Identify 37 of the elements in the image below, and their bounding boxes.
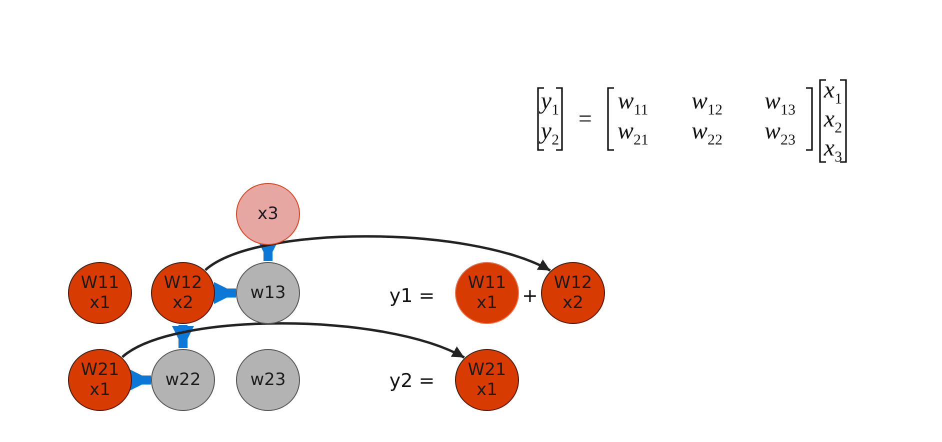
node-label: x1 xyxy=(90,380,110,400)
matrix-entry: w$_{23}$ xyxy=(764,118,796,150)
node-label: W12 xyxy=(554,273,592,293)
node-label: x1 xyxy=(476,380,498,400)
plus-sign: + xyxy=(522,285,538,307)
node-label: x2 xyxy=(562,293,584,313)
product-circle xyxy=(151,262,215,324)
curved-arrow xyxy=(122,322,465,359)
matrix-entry: w$_{22}$ xyxy=(692,118,722,150)
equals-sign: = xyxy=(576,106,594,134)
node-label: W21 xyxy=(468,360,506,380)
matrix-entry: w$_{13}$ xyxy=(764,88,796,120)
node-label: W11 xyxy=(80,273,120,293)
node-label: x3 xyxy=(258,204,278,224)
matrix-entry: w$_{11}$ xyxy=(618,88,648,120)
node-label: w13 xyxy=(250,283,286,303)
node-label: w22 xyxy=(165,370,201,390)
node-label: W11 xyxy=(468,273,506,293)
matrix-entry: x$_{1}$ xyxy=(824,78,842,108)
block-arrow xyxy=(172,325,194,348)
node-label: w23 xyxy=(250,370,286,390)
block-arrow xyxy=(214,282,236,304)
matrix-entry: x$_{2}$ xyxy=(824,106,842,138)
equation-label: y2 = xyxy=(389,370,435,392)
equation-label: y1 = xyxy=(389,285,435,307)
matrix-entry: y$_{1}$ xyxy=(540,88,560,120)
node-label: W12 xyxy=(164,273,202,293)
curved-arrow xyxy=(204,235,551,272)
block-arrow xyxy=(129,369,151,391)
matrix-entry: x$_{3}$ xyxy=(824,136,842,166)
matrix-entry: w$_{12}$ xyxy=(692,88,722,120)
node-label: x1 xyxy=(90,293,110,313)
matrix-entry: y$_{2}$ xyxy=(540,118,560,150)
node-label: x2 xyxy=(172,293,194,313)
node-label: x1 xyxy=(476,293,498,313)
matrix-entry: w$_{21}$ xyxy=(618,118,648,150)
node-label: W21 xyxy=(80,360,120,380)
